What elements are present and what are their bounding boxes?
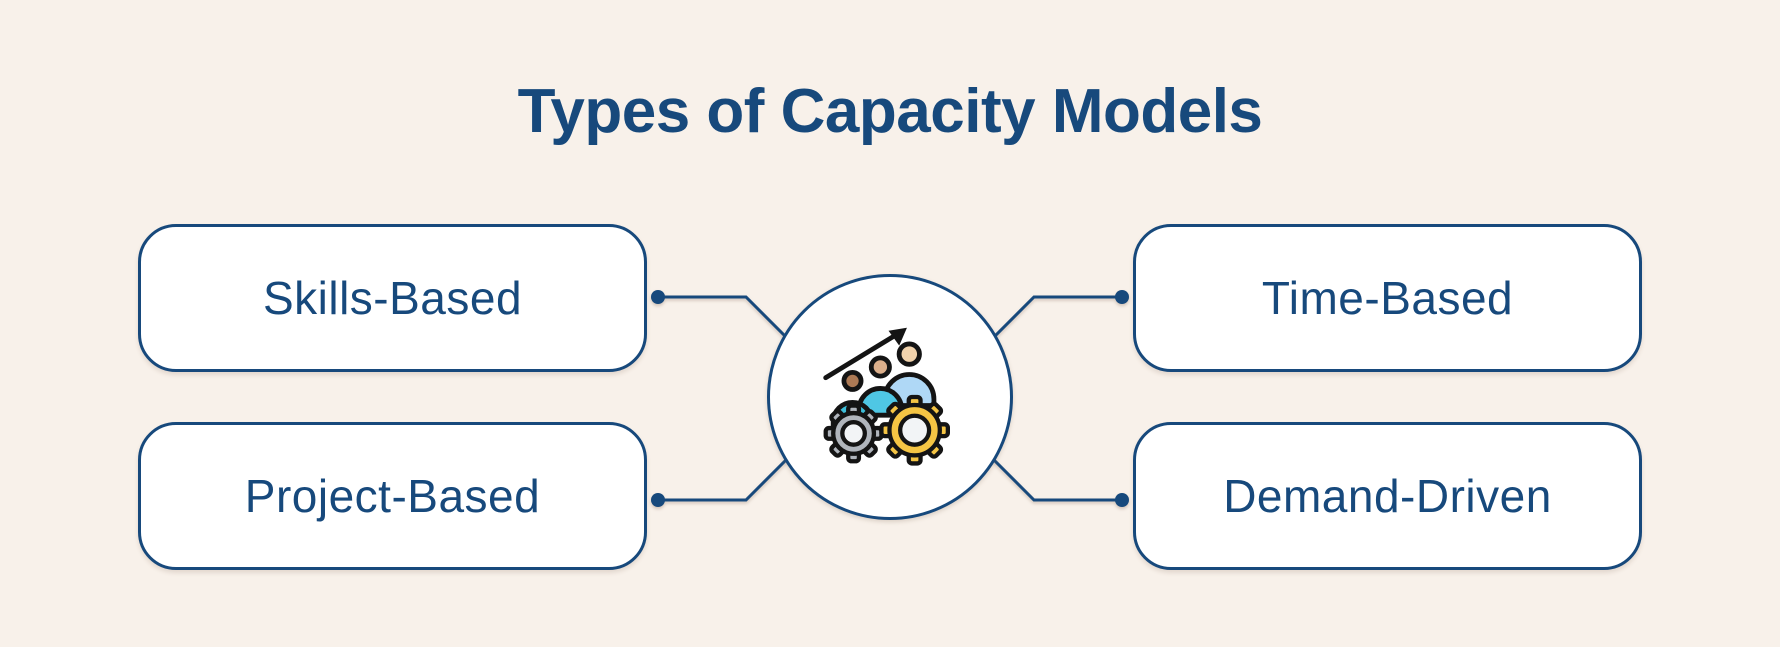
growth-arrow-icon [823, 327, 907, 381]
node-label: Demand-Driven [1223, 470, 1552, 522]
connector-dot [651, 493, 665, 507]
diagram-title: Types of Capacity Models [517, 77, 1263, 146]
node-demand-driven: Demand-Driven [1133, 422, 1642, 570]
gear-icon [823, 403, 884, 464]
team-growth-gears-icon [823, 327, 950, 466]
connector-dot [1115, 290, 1129, 304]
node-skills-based: Skills-Based [138, 224, 647, 372]
gear-icon [879, 394, 950, 466]
connector-dot [1115, 493, 1129, 507]
node-project-based: Project-Based [138, 422, 647, 570]
connector-dot [651, 290, 665, 304]
center-circle [767, 274, 1013, 520]
node-time-based: Time-Based [1133, 224, 1642, 372]
node-label: Time-Based [1261, 272, 1514, 324]
node-label: Project-Based [244, 470, 541, 522]
node-label: Skills-Based [262, 272, 523, 324]
bottom-edge-strip [0, 647, 1780, 652]
